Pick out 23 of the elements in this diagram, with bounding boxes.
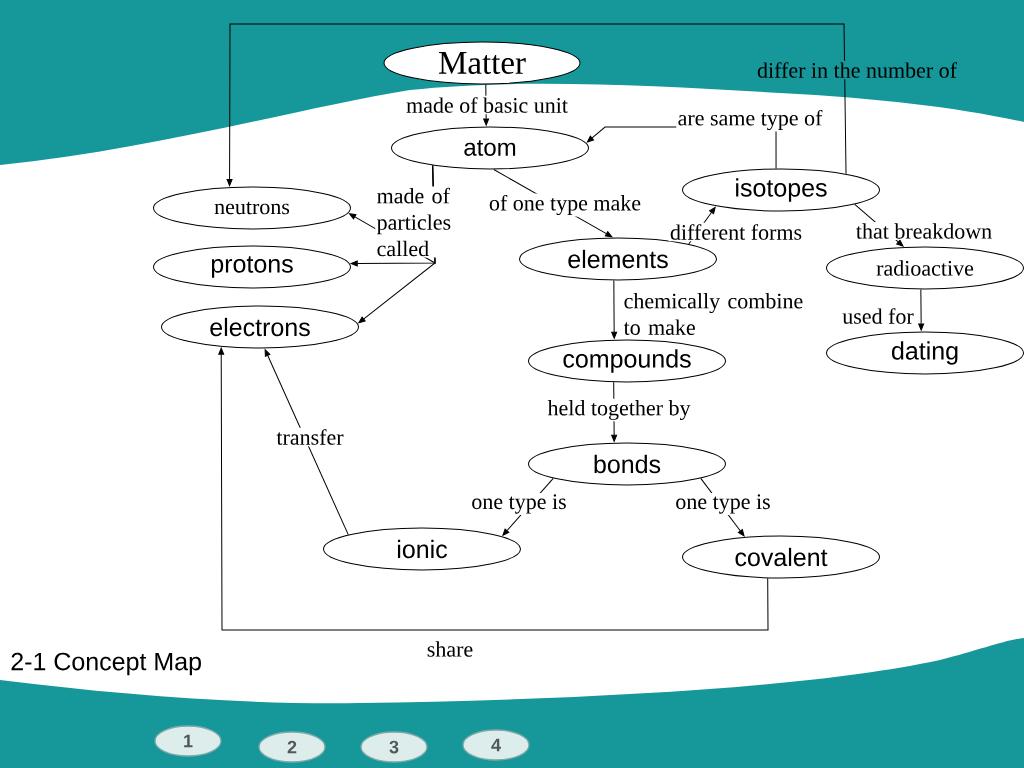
- arrow: [918, 289, 925, 331]
- edge-label: made of basic unit: [404, 95, 570, 115]
- edge-label: chemically combine to make: [622, 291, 815, 337]
- edge-label: that breakdown: [854, 221, 994, 241]
- edge-label: of one type make: [487, 193, 643, 217]
- nav-button: 2: [258, 731, 326, 763]
- nav-button: 3: [360, 731, 428, 763]
- edge-label: are same type of: [676, 108, 824, 132]
- nav-button: 4: [462, 729, 530, 761]
- edge-label: different forms: [668, 222, 804, 242]
- arrow: [611, 280, 618, 339]
- edge-label: transfer: [275, 427, 345, 447]
- arrow: [218, 347, 769, 631]
- edge-label: share: [425, 639, 475, 659]
- arrow: [226, 23, 847, 187]
- arrow: [264, 349, 349, 536]
- nav-button: 1: [154, 725, 222, 757]
- edge-label: made of particles called: [375, 186, 458, 258]
- title: 2-1 Concept Map: [11, 652, 201, 676]
- edge-label: one type is: [470, 493, 568, 515]
- edge-label: used for: [840, 306, 916, 326]
- edge-label: held together by: [546, 398, 692, 422]
- edge-label: one type is: [674, 493, 772, 515]
